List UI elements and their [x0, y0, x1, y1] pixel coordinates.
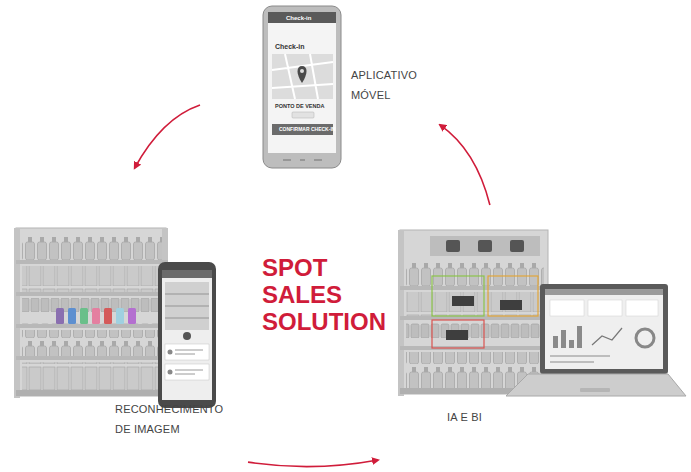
diagram-title: SPOT SALES SOLUTION: [262, 254, 388, 335]
shelf-illustration: [14, 228, 168, 398]
screen-label: CONFIRMAR CHECK-IN: [279, 126, 335, 133]
node-label: IA E BI: [447, 407, 507, 427]
phone-illustration: [263, 6, 341, 168]
node-label: RECONHECIMENTO DE IMAGEM: [115, 399, 227, 439]
cycle-arrow: [440, 125, 490, 205]
stage-node: IA E BI: [378, 205, 678, 466]
cycle-arrow: [248, 460, 378, 467]
screen-label: PONTO DE VENDA: [275, 103, 324, 111]
screen-label: Check-in: [286, 14, 311, 22]
cycle-arrow: [135, 105, 200, 168]
stage-node: RECONHECIMENTO DE IMAGEM: [12, 168, 248, 466]
camera-phone-illustration: [158, 262, 216, 408]
screen-label: Check-in: [275, 42, 305, 51]
node-label: APLICATIVO MÓVEL: [351, 65, 433, 105]
analytics-shelf-illustration: [398, 230, 548, 396]
laptop-illustration: [506, 284, 686, 396]
stage-node: APLICATIVO MÓVEL: [200, 5, 440, 170]
